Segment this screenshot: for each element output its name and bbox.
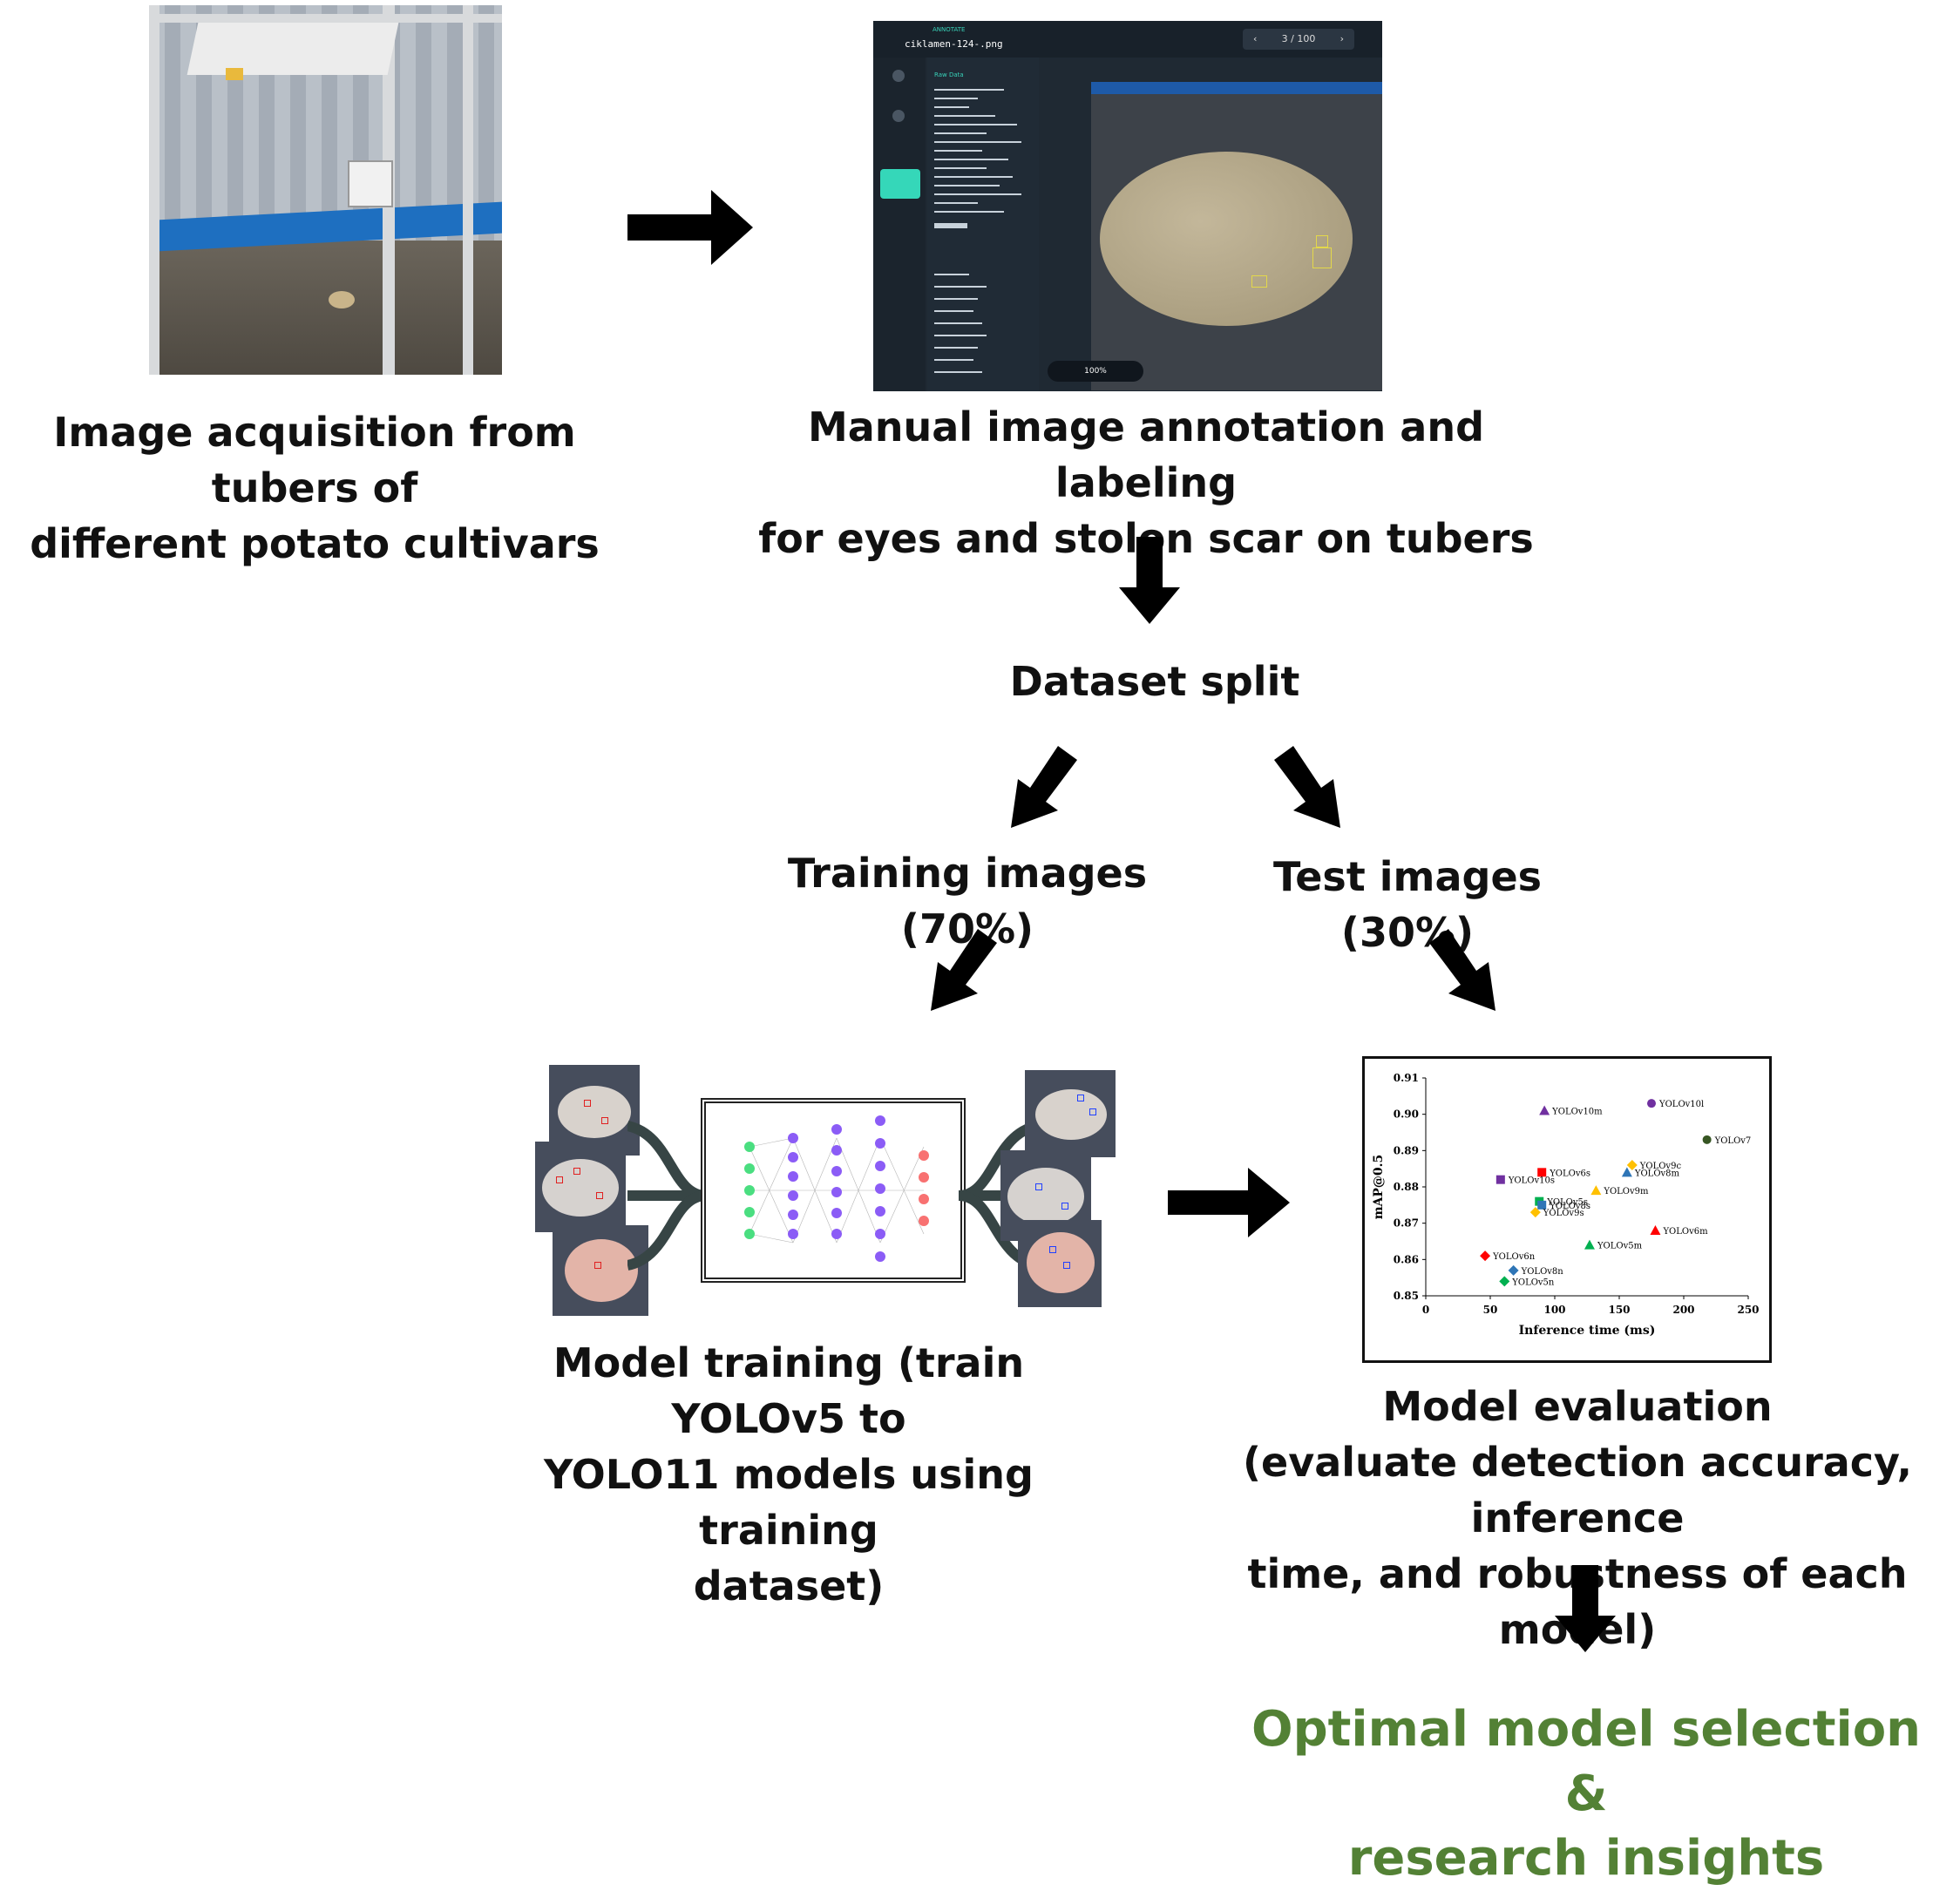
chevron-left-icon: ‹: [1253, 33, 1258, 44]
neural-network-diagram: [701, 1098, 966, 1283]
outcome-label: Optimal model selection & research insig…: [1251, 1701, 1922, 1887]
arrow-right-icon: [1168, 1168, 1290, 1237]
data-point: [1647, 1099, 1656, 1108]
data-point: [1650, 1225, 1661, 1235]
data-point: [1537, 1200, 1547, 1210]
point-label: YOLOv9s: [1543, 1209, 1584, 1218]
connector: [627, 1121, 706, 1271]
arrow-down-icon: [1555, 1565, 1616, 1652]
data-point: [1537, 1168, 1547, 1177]
point-label: YOLOv5s: [1546, 1198, 1588, 1208]
network-graph: [744, 1115, 929, 1262]
x-tick-label: 200: [1672, 1304, 1694, 1316]
point-label: YOLOv5m: [1597, 1242, 1643, 1251]
data-point: [1584, 1239, 1595, 1250]
page-indicator: ‹ 3 / 100 ›: [1243, 29, 1354, 50]
arrow-down-left-icon: [1011, 746, 1077, 828]
point-label: YOLOv10l: [1658, 1100, 1704, 1109]
output-tuber-image: [1018, 1220, 1102, 1307]
x-tick-label: 100: [1543, 1304, 1565, 1316]
output-tuber-image: [1025, 1070, 1116, 1157]
y-tick-label: 0.89: [1394, 1144, 1419, 1156]
arrow-down-right-icon: [1274, 746, 1340, 828]
y-tick-label: 0.90: [1394, 1108, 1419, 1121]
model-training-label: Model training (train YOLOv5 to YOLO11 m…: [544, 1339, 1034, 1610]
point-label: YOLOv8m: [1634, 1169, 1680, 1178]
input-tuber-image: [553, 1225, 648, 1316]
data-point: [1508, 1264, 1519, 1276]
raw-data-panel: Raw Data: [927, 58, 1039, 391]
data-point: [1499, 1276, 1510, 1287]
data-point: [1621, 1167, 1632, 1177]
point-label: YOLOv9c: [1639, 1162, 1682, 1171]
x-axis-title: Inference time (ms): [1519, 1324, 1656, 1338]
y-tick-label: 0.91: [1394, 1072, 1419, 1084]
chevron-right-icon: ›: [1339, 33, 1344, 44]
acquisition-label: Image acquisition from tubers of differe…: [30, 409, 600, 567]
arrow-down-icon: [1119, 537, 1180, 624]
arrow-right-icon: [627, 190, 753, 265]
point-label: YOLOv6n: [1492, 1252, 1536, 1262]
filename-text: ciklamen-124-.png: [905, 38, 1003, 50]
y-axis-title: mAP@0.5: [1372, 1155, 1386, 1220]
data-point: [1590, 1185, 1602, 1196]
data-point: [1480, 1250, 1491, 1262]
dataset-split-label: Dataset split: [1009, 658, 1300, 705]
annotation-canvas: [1091, 82, 1382, 390]
x-tick-label: 150: [1608, 1304, 1630, 1316]
evaluation-chart: 0 50 100 150 200 250 0.85 0.86 0.87 0.88 0.89 0.90 0…: [1362, 1056, 1772, 1363]
annotation-tool-screenshot: ANNOTATE ciklamen-124-.png ‹ 3 / 100 › R…: [873, 21, 1382, 391]
data-point: [1495, 1175, 1505, 1184]
point-label: YOLOv10s: [1508, 1176, 1555, 1186]
labels-icon: [892, 70, 905, 82]
point-label: YOLOv10m: [1551, 1108, 1603, 1117]
point-label: YOLOv8n: [1521, 1267, 1564, 1277]
point-label: YOLOv9m: [1603, 1187, 1649, 1196]
point-label: YOLOv8s: [1549, 1202, 1590, 1211]
x-tick-label: 50: [1483, 1304, 1498, 1316]
arrow-down-left-icon: [931, 929, 997, 1011]
zoom-indicator: 100%: [1048, 361, 1143, 382]
x-tick-label: 0: [1422, 1304, 1429, 1316]
data-point: [1702, 1135, 1712, 1144]
scatter-plot: 0 50 100 150 200 250 0.85 0.86 0.87 0.88 0.89 0.90 0…: [1372, 1072, 1760, 1338]
point-label: YOLOv5n: [1511, 1278, 1555, 1287]
acquisition-photo: [149, 5, 502, 375]
raw-data-icon: [880, 169, 920, 199]
input-tuber-image: [535, 1142, 626, 1232]
test-images-label: Test images (30%): [1272, 853, 1543, 956]
annotation-label: Manual image annotation and labeling for…: [758, 403, 1534, 562]
data-point: [1626, 1160, 1638, 1170]
input-tuber-image: [549, 1065, 640, 1156]
x-tick-label: 250: [1737, 1304, 1759, 1316]
arrow-down-right-icon: [1429, 929, 1495, 1011]
y-tick-label: 0.88: [1394, 1181, 1419, 1193]
point-label: YOLOv7: [1714, 1136, 1752, 1146]
y-tick-label: 0.87: [1394, 1217, 1419, 1230]
point-label: YOLOv6m: [1662, 1227, 1708, 1237]
tool-sidebar: [873, 58, 926, 391]
attributes-icon: [892, 110, 905, 122]
y-tick-label: 0.86: [1394, 1253, 1419, 1265]
brand-text: ANNOTATE: [933, 26, 966, 33]
data-point: [1529, 1207, 1541, 1218]
point-label: YOLOv6s: [1549, 1169, 1590, 1178]
y-tick-label: 0.85: [1394, 1290, 1419, 1302]
data-point: [1539, 1105, 1550, 1115]
